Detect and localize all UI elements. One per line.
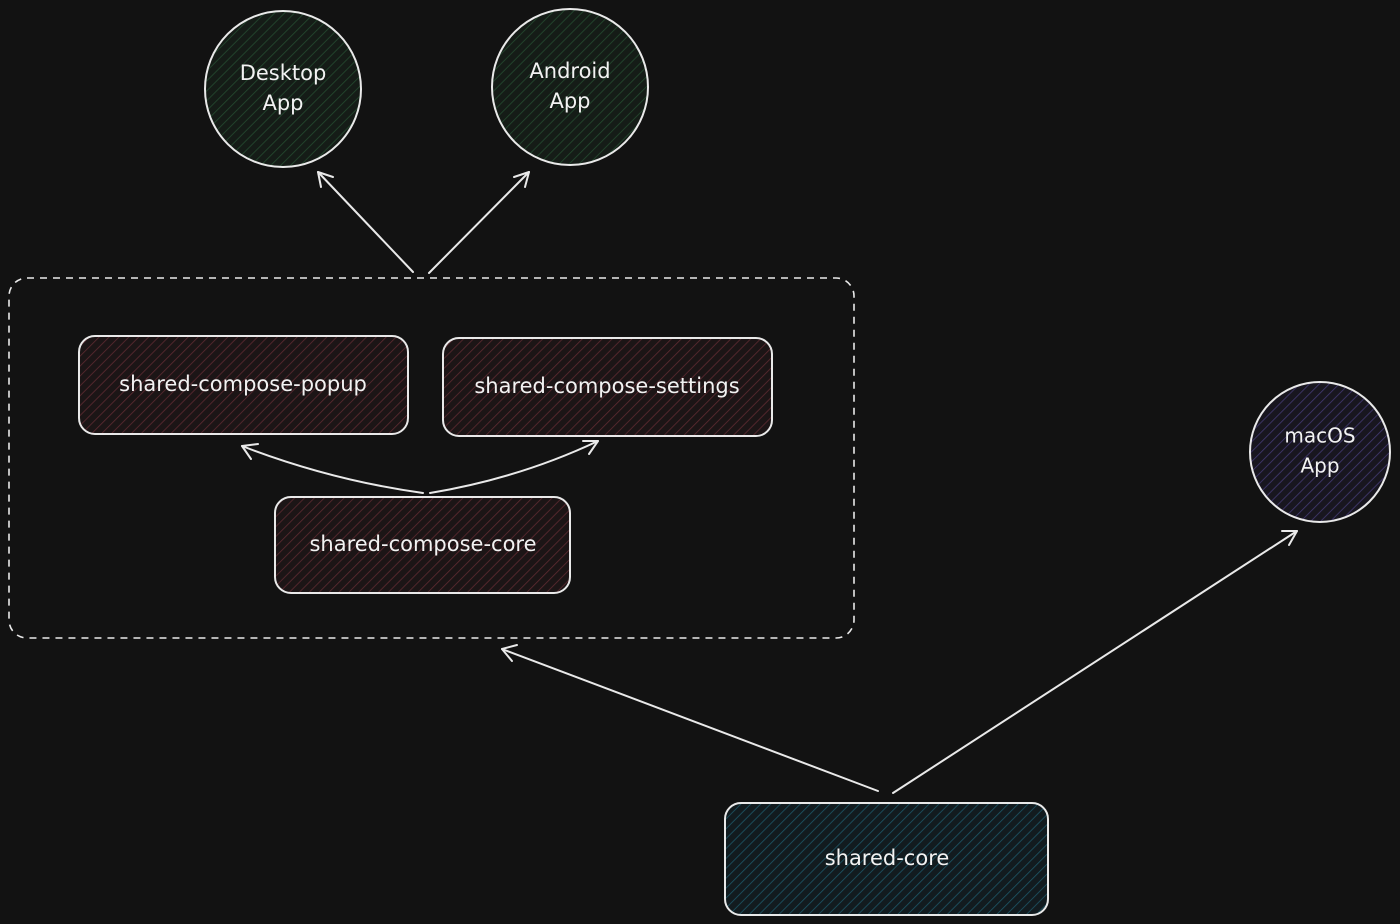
shared-compose-popup-node[interactable]: shared-compose-popup [78, 335, 409, 435]
macos-app-label-line2: App [1300, 454, 1339, 478]
arrow-shared-core-to-macos [892, 530, 1298, 794]
desktop-app-label-line1: Desktop [240, 61, 327, 85]
arrow-compose-core-to-popup [241, 443, 424, 494]
shared-compose-settings-label: shared-compose-settings [474, 374, 739, 398]
arrow-compose-core-to-settings [429, 440, 599, 494]
android-app-node[interactable]: Android App [491, 8, 649, 166]
arrow-shared-core-to-group [501, 644, 879, 792]
macos-app-node[interactable]: macOS App [1249, 381, 1391, 523]
arrow-group-to-desktop [317, 171, 414, 273]
shared-compose-core-node[interactable]: shared-compose-core [274, 496, 571, 594]
shared-core-label: shared-core [825, 846, 950, 870]
desktop-app-label-line2: App [262, 91, 303, 115]
desktop-app-node[interactable]: Desktop App [204, 10, 362, 168]
shared-core-node[interactable]: shared-core [724, 802, 1049, 916]
macos-app-label-line1: macOS [1284, 424, 1355, 448]
shared-compose-core-label: shared-compose-core [309, 532, 536, 556]
shared-compose-settings-node[interactable]: shared-compose-settings [442, 337, 773, 437]
compose-group-container [8, 277, 855, 639]
arrow-group-to-android [428, 171, 530, 274]
android-app-label-line2: App [549, 89, 590, 113]
android-app-label-line1: Android [529, 59, 610, 83]
shared-compose-popup-label: shared-compose-popup [119, 372, 367, 396]
